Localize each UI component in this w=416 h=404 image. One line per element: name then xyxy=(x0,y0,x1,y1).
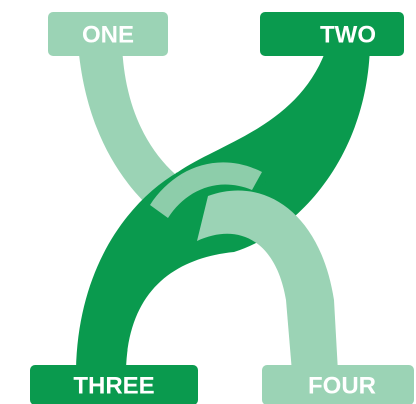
band-one-to-four-lower xyxy=(197,190,338,372)
label-three: THREE xyxy=(73,373,154,400)
label-four: FOUR xyxy=(308,373,376,400)
label-one: ONE xyxy=(82,22,134,49)
label-two: TWO xyxy=(320,22,376,49)
